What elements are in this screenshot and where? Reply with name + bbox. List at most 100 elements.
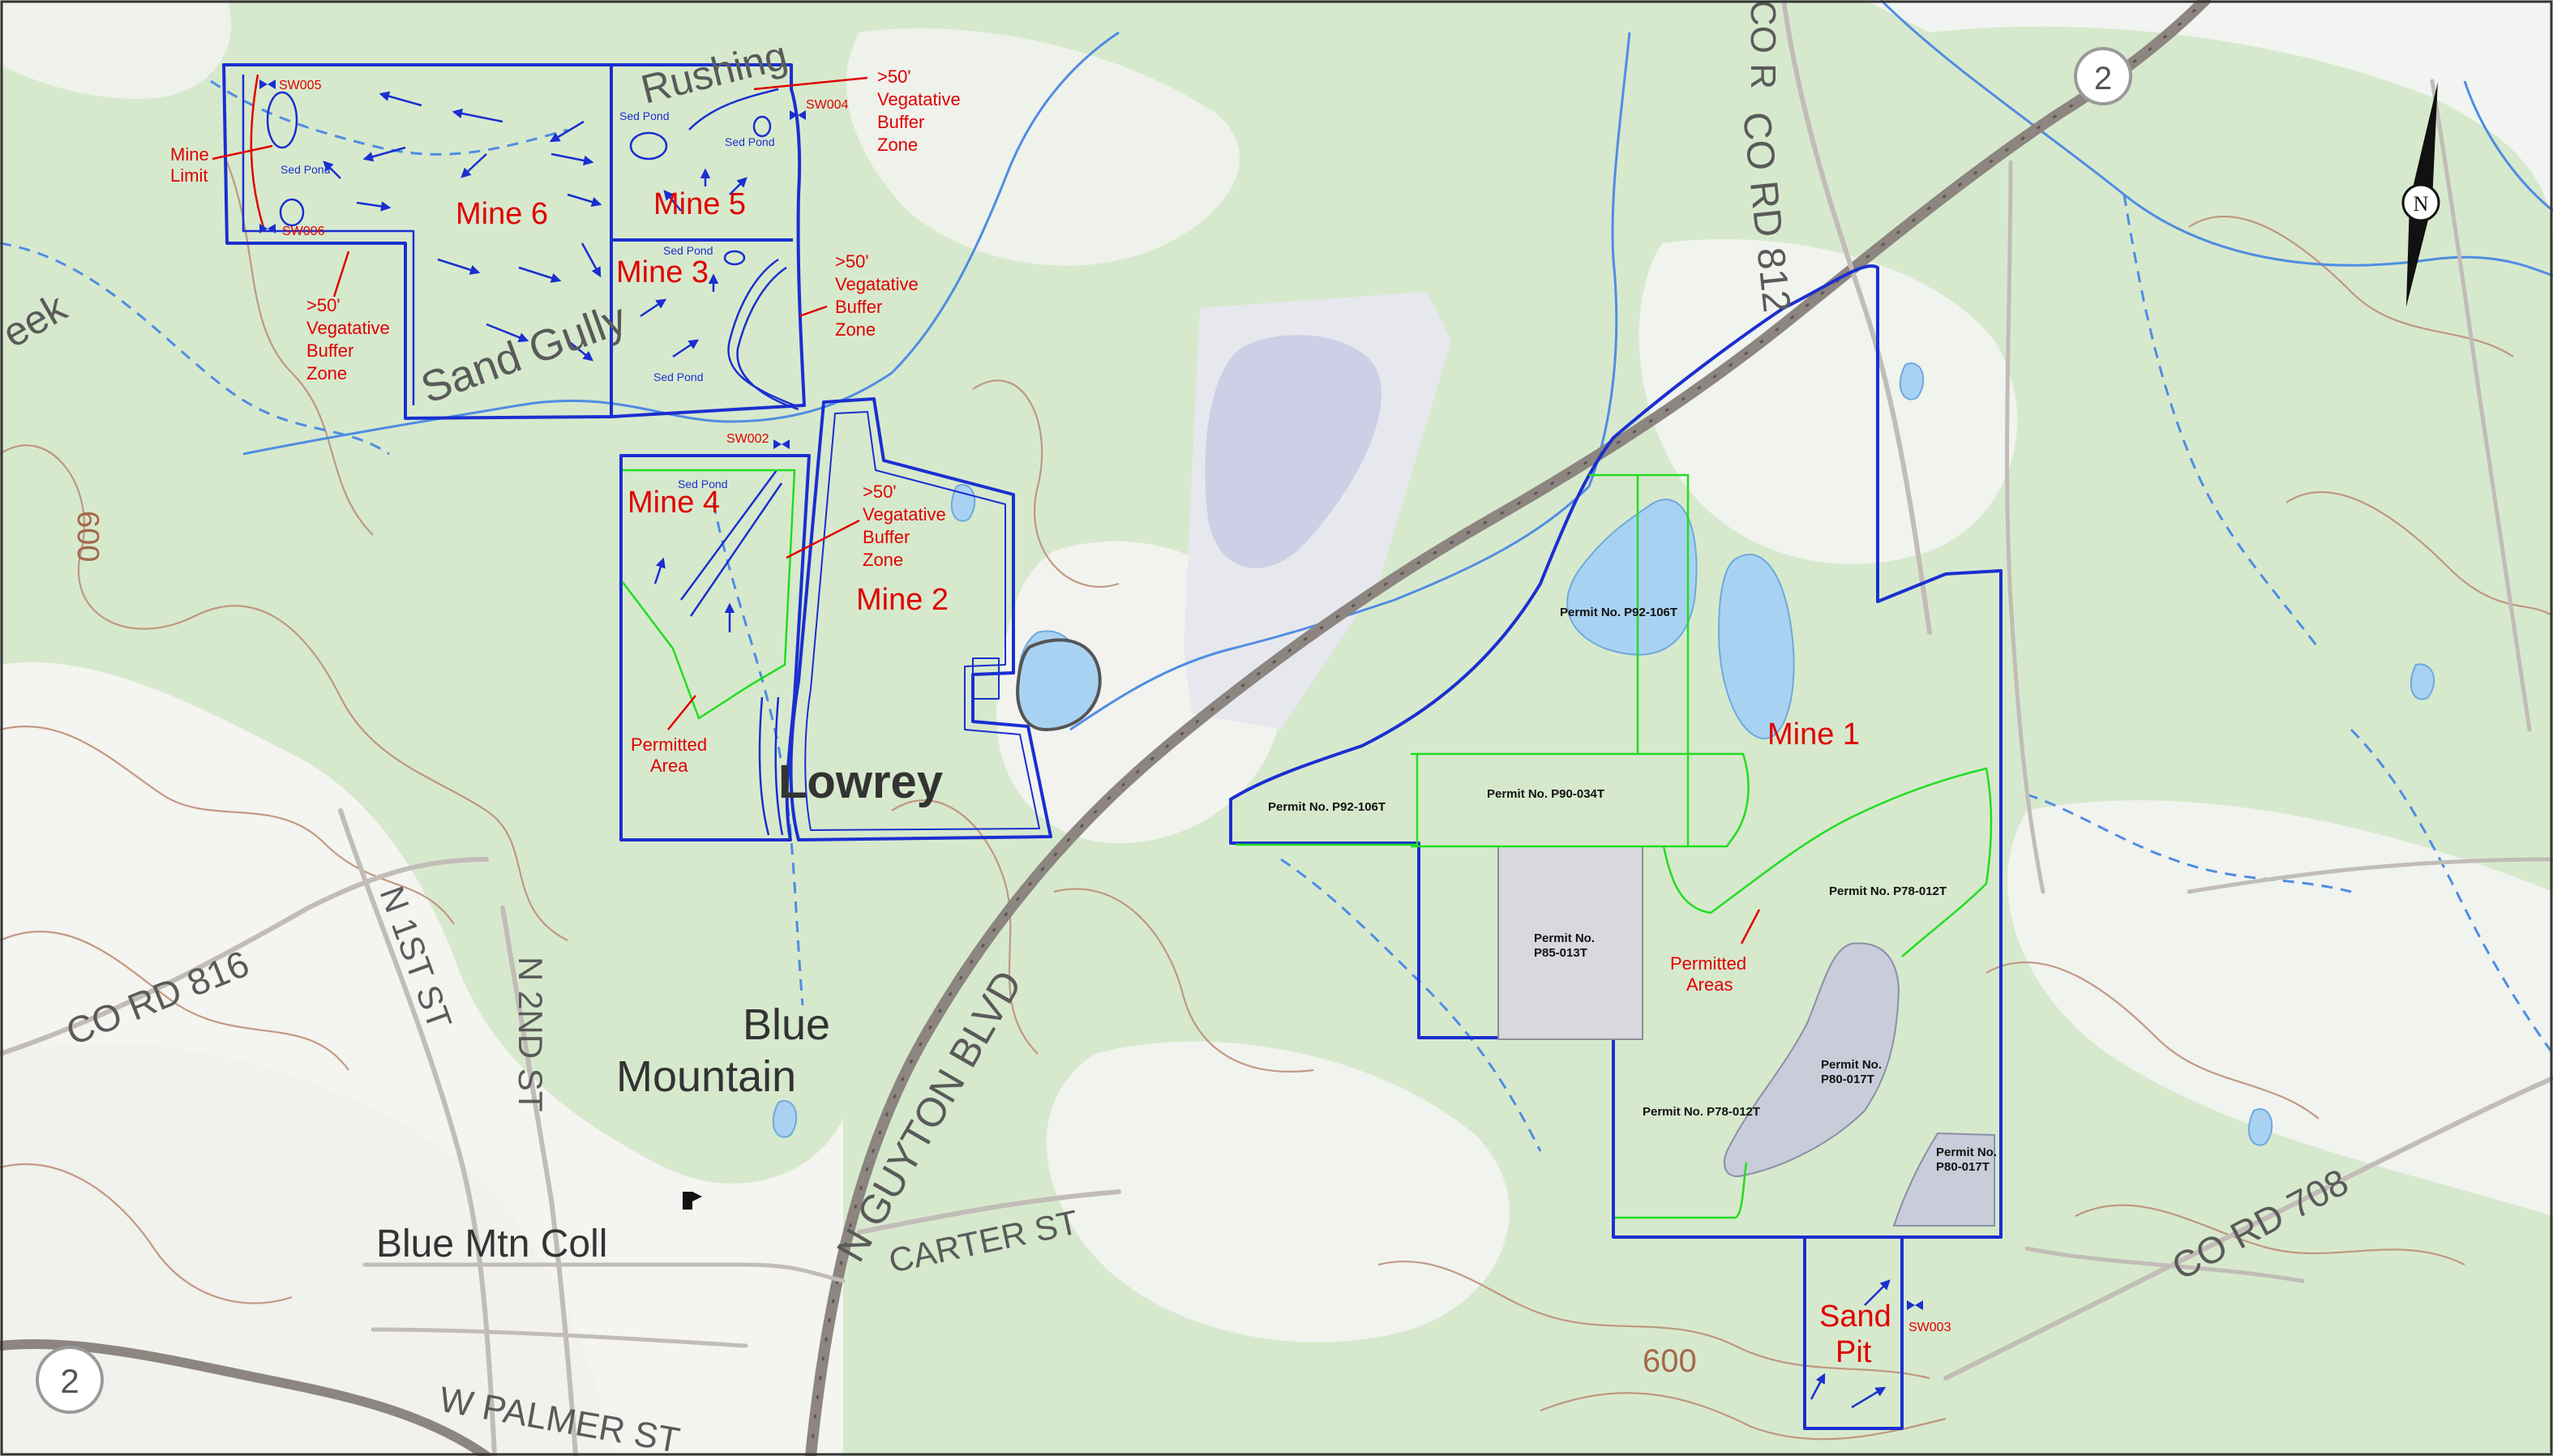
road-label-co-rd-cut: CO R [1743, 0, 1783, 89]
pond-marker-icon [266, 91, 298, 149]
leader-line [786, 519, 860, 559]
mine-6-label: Mine 6 [456, 197, 548, 231]
contour-line [1377, 1260, 1930, 1380]
permit-p80-area-b [1892, 1132, 1995, 1227]
co-rd-812 [1781, 0, 1932, 635]
mine-4-label: Mine 4 [628, 486, 720, 520]
contour-line [1540, 1392, 1947, 1441]
stream [712, 502, 804, 1006]
contour-line [972, 379, 1120, 588]
highway-shield-number: 2 [2094, 61, 2112, 96]
buffer-zone-label: >50' [835, 251, 869, 272]
local-road [2430, 79, 2532, 732]
co-rd-816 [0, 857, 489, 1056]
highway-shield-icon: 2 [2074, 47, 2132, 105]
flow-arrows [323, 91, 1891, 1409]
permit-areas [1497, 846, 1995, 1227]
permit-line [1411, 752, 1750, 848]
flow-arrow [672, 339, 700, 358]
lake [2247, 1108, 2273, 1146]
permit-lines [622, 469, 1993, 1219]
industrial-pond [1016, 638, 1102, 732]
haul-road [736, 266, 799, 411]
outfall-icon [259, 224, 276, 233]
mine-limit-red [250, 74, 266, 231]
pond-marker-icon [752, 115, 772, 138]
leader-line [332, 251, 350, 298]
mine-2-boundary [789, 397, 1052, 841]
permit-p80-area [1723, 942, 1900, 1177]
stream [210, 79, 568, 156]
north-arrow-letter: N [2414, 192, 2429, 216]
flow-arrow [567, 193, 602, 208]
buffer-zone-label: Buffer [306, 340, 353, 361]
flow-arrow [437, 258, 481, 275]
stream [890, 31, 1120, 375]
n-2nd-st [500, 906, 578, 1456]
permit-line [1236, 754, 1419, 846]
buffer-zone-label: Zone [306, 363, 347, 383]
sed-pond-label: Sed Pond [678, 477, 728, 490]
flow-arrow [486, 323, 529, 343]
lake [950, 484, 976, 522]
outfall-icon [790, 110, 806, 120]
contour-label: 600 [71, 511, 105, 562]
flow-arrow [567, 340, 593, 362]
flow-arrow [729, 177, 747, 195]
permit-label: Permit No. P90-034T [1487, 787, 1604, 801]
leader-line [753, 76, 868, 91]
flow-arrow [356, 201, 392, 212]
buffer-zone-label: Zone [863, 550, 903, 570]
local-road [2187, 857, 2553, 894]
stream [2350, 728, 2553, 1055]
contour-line [2075, 1204, 2465, 1265]
buffer-zone-label: Buffer [835, 297, 882, 317]
lake [2410, 663, 2435, 700]
mine-limit-label: Limit [170, 165, 208, 186]
flow-arrow [323, 161, 341, 179]
mine-1-label: Mine 1 [1767, 717, 1860, 752]
flow-arrow [518, 266, 562, 283]
contour-line [2188, 215, 2514, 358]
outfall-markers [259, 79, 1923, 1310]
stream [2123, 194, 2320, 649]
contour-line [0, 1163, 293, 1304]
leader-line [799, 305, 828, 318]
place-label-blue-mtn-coll: Blue Mtn Coll [376, 1223, 607, 1265]
buffer-zone-label: Vegatative [835, 274, 919, 294]
lake [772, 1100, 798, 1138]
flow-arrow [580, 242, 602, 278]
contour-line [891, 799, 1039, 1055]
pond-marker-icon [723, 250, 746, 266]
local-road [371, 1327, 748, 1348]
permit-label: Permit No. P92-106T [1560, 606, 1677, 619]
permit-label: P85-013T [1534, 946, 1587, 960]
permit-line [1615, 1162, 1748, 1219]
flow-arrow [1810, 1372, 1826, 1400]
permit-label: Permit No. P92-106T [1268, 800, 1386, 814]
outfall-icon [1907, 1300, 1923, 1310]
permitted-areas-label: Areas [1686, 974, 1733, 995]
mine-5-label: Mine 5 [653, 187, 746, 221]
permit-label: P80-017T [1936, 1160, 1990, 1174]
contour-line [0, 444, 568, 941]
pond-marker-icon [279, 198, 305, 227]
flow-arrow [362, 146, 406, 162]
permitted-areas-label: Permitted [1670, 953, 1746, 974]
contour-label: 600 [1643, 1343, 1697, 1379]
place-label-lowrey: Lowrey [778, 756, 943, 808]
contour-lines [0, 161, 2553, 1441]
contour-line [225, 161, 374, 536]
sed-pond-label: Sed Pond [653, 370, 704, 383]
leader-line [667, 695, 696, 730]
buffer-zone-label: Vegatative [877, 89, 961, 109]
permit-label: Permit No. [1821, 1058, 1882, 1072]
flow-arrow [653, 557, 666, 585]
place-label-blue: Blue [743, 1000, 830, 1049]
industrial-area [1205, 335, 1381, 568]
permit-line [622, 469, 796, 720]
lake [1899, 362, 1925, 400]
